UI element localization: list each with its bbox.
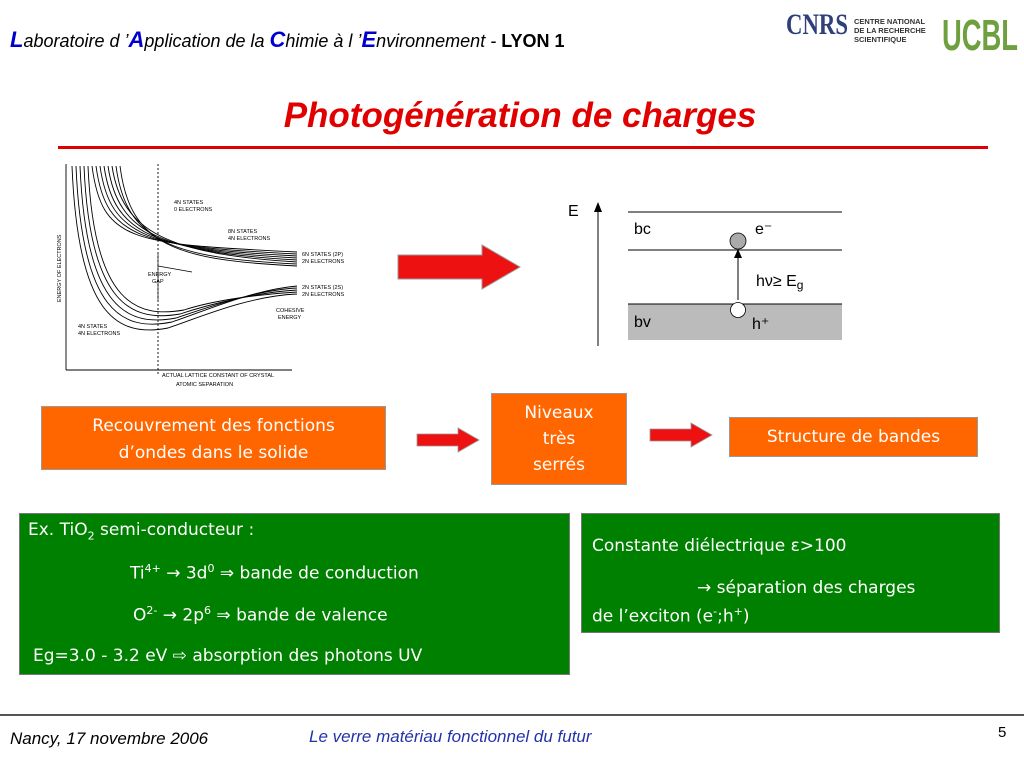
dielectric-line3-sup1: - xyxy=(713,605,718,618)
footer-rule xyxy=(0,714,1024,716)
tio2-line3-b: → 2p xyxy=(157,605,205,626)
tio2-line3-sup2: 6 xyxy=(204,604,212,617)
lab-text-2: pplication de la xyxy=(144,31,270,51)
label-4n-electrons: 4N ELECTRONS xyxy=(78,331,121,337)
tio2-line2-c: ⇒ bande de conduction xyxy=(214,563,419,584)
overlap-line1: Recouvrement des fonctions xyxy=(92,416,335,436)
valence-band-label: bv xyxy=(634,314,651,331)
footer-date: Nancy, 17 novembre 2006 xyxy=(10,729,209,748)
dielectric-box: Constante diélectrique ε>100 → séparatio… xyxy=(581,513,1000,633)
title-underline xyxy=(58,146,988,149)
lab-text-4: nvironnement - xyxy=(376,31,502,51)
tio2-line4: Eg=3.0 - 3.2 eV ⇨ absorption des photons… xyxy=(33,646,423,666)
label-6n-electrons: 2N ELECTRONS xyxy=(302,259,345,265)
band-structure-diagram: E bc bv e⁻ h⁺ hν≥ Eg xyxy=(568,202,842,346)
cnrs-caption: CENTRE NATIONAL DE LA RECHERCHE SCIENTIF… xyxy=(854,17,934,44)
label-2n-states: 2N STATES (2S) xyxy=(302,285,343,291)
tio2-line1-b: semi-conducteur : xyxy=(94,520,255,540)
transition-arrowhead-icon xyxy=(734,249,742,258)
big-red-arrow-icon xyxy=(397,244,521,290)
dielectric-line2: → séparation des charges xyxy=(697,578,916,598)
tight-levels-line1: Niveaux xyxy=(524,403,594,423)
cnrs-logo-letters: CNRS xyxy=(786,8,848,41)
band-formation-diagram: ENERGY OF ELECTRONS 4N STATES 0 ELECTRON… xyxy=(57,164,345,388)
dielectric-line3-sup2: + xyxy=(733,605,743,618)
tio2-line3-a: O xyxy=(133,605,147,626)
label-8n-states: 8N STATES xyxy=(228,229,257,235)
lab-cap-e: E xyxy=(361,27,377,52)
tio2-line2-sup: 4+ xyxy=(144,562,161,575)
label-8n-electrons: 4N ELECTRONS xyxy=(228,236,271,242)
tio2-line1-a: Ex. TiO xyxy=(28,520,88,540)
ucbl-logo-icon: UCBL xyxy=(942,11,1018,60)
tight-levels-line3: serrés xyxy=(533,455,585,475)
red-arrow-2-icon xyxy=(649,422,713,448)
electron-label: e⁻ xyxy=(755,221,772,238)
photon-energy-sub: g xyxy=(797,278,804,292)
dielectric-line3-b: ;h xyxy=(717,606,734,627)
overlap-line2: d’ondes dans le solide xyxy=(118,443,309,463)
dielectric-line3-a: de l’exciton (e xyxy=(592,606,714,627)
tio2-line1: Ex. TiO2 semi-conducteur : xyxy=(28,520,254,542)
gap-pointer xyxy=(157,265,193,273)
red-arrow-1-icon xyxy=(416,427,480,453)
page-number: 5 xyxy=(998,724,1007,741)
lab-text-1: aboratoire d ’ xyxy=(23,31,129,51)
dielectric-line3-c: ) xyxy=(742,606,750,627)
cnrs-caption-line1: CENTRE NATIONAL xyxy=(854,17,926,26)
energy-axis-arrowhead-icon xyxy=(594,202,602,212)
tio2-line1-sub: 2 xyxy=(87,529,95,543)
label-4n-states-top: 4N STATES xyxy=(174,200,203,206)
tio2-line2-b: → 3d xyxy=(160,563,208,584)
cnrs-caption-line2: DE LA RECHERCHE xyxy=(854,26,926,35)
cnrs-caption-line3: SCIENTIFIQUE xyxy=(854,35,907,44)
hole-label: h⁺ xyxy=(752,316,769,333)
x-axis-label: ATOMIC SEPARATION xyxy=(176,382,233,388)
tight-levels-box: Niveaux très serrés xyxy=(491,393,627,485)
ucbl-logo-letters: UCBL xyxy=(942,11,1018,60)
lab-cap-c: C xyxy=(269,27,286,52)
label-4n-states-bottom: 4N STATES xyxy=(78,324,107,330)
label-energy-gap: ENERGY xyxy=(148,272,172,278)
dielectric-line3: de l’exciton (e-;h+) xyxy=(592,605,749,627)
cnrs-logo-icon: CNRS xyxy=(786,8,848,41)
lab-name: Laboratoire d ’Application de la Chimie … xyxy=(10,27,565,53)
lab-lyon: LYON 1 xyxy=(501,31,565,51)
tio2-line3-sup: 2- xyxy=(146,604,158,617)
photon-energy-main: hν≥ E xyxy=(756,273,797,290)
electron-icon xyxy=(729,232,747,250)
energy-axis-label: E xyxy=(568,203,579,220)
tio2-line2-a: Ti xyxy=(130,563,145,584)
tio2-line3-c: ⇒ bande de valence xyxy=(211,605,388,626)
label-6n-states: 6N STATES (2P) xyxy=(302,252,343,258)
tio2-line2: Ti4+ → 3d0 ⇒ bande de conduction xyxy=(130,562,419,584)
label-2n-electrons: 2N ELECTRONS xyxy=(302,292,345,298)
tio2-example-box: Ex. TiO2 semi-conducteur : Ti4+ → 3d0 ⇒ … xyxy=(19,513,570,675)
footer-subtitle: Le verre matériau fonctionnel du futur xyxy=(309,727,592,746)
band-structure-box: Structure de bandes xyxy=(729,417,978,457)
slide-title: Photogénération de charges xyxy=(283,96,757,135)
lab-cap-l: L xyxy=(10,27,24,52)
tio2-line2-sup2: 0 xyxy=(207,562,215,575)
conduction-band-label: bc xyxy=(634,221,651,238)
label-cohesive-energy: ENERGY xyxy=(278,315,302,321)
tio2-line3: O2- → 2p6 ⇒ bande de valence xyxy=(133,604,388,626)
lab-text-3: himie à l ’ xyxy=(285,31,362,51)
label-actual-lattice: ACTUAL LATTICE CONSTANT OF CRYSTAL xyxy=(162,373,274,379)
hole-icon xyxy=(730,302,746,318)
lab-cap-a: A xyxy=(128,27,145,52)
label-cohesive: COHESIVE xyxy=(276,308,305,314)
y-axis-label: ENERGY OF ELECTRONS xyxy=(57,234,63,302)
overlap-box: Recouvrement des fonctions d’ondes dans … xyxy=(41,406,386,470)
photon-energy-label: hν≥ Eg xyxy=(756,273,803,292)
tight-levels-line2: très xyxy=(542,429,576,449)
dielectric-line1: Constante diélectrique ε>100 xyxy=(592,536,847,556)
label-0-electrons: 0 ELECTRONS xyxy=(174,207,213,213)
